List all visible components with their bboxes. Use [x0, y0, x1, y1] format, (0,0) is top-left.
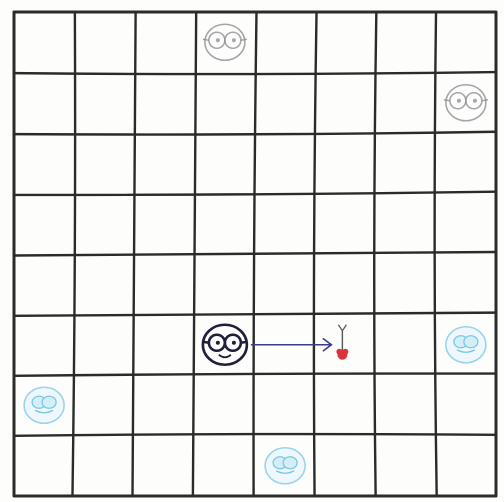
board-cell[interactable]	[257, 135, 313, 192]
board-cell[interactable]	[76, 256, 132, 313]
cyan-face-piece[interactable]	[446, 327, 486, 363]
board-cell[interactable]	[378, 75, 434, 132]
grid-row-line	[14, 374, 496, 376]
glasses-arm	[444, 100, 450, 101]
board-cell[interactable]	[257, 377, 313, 434]
eye-left	[216, 341, 220, 345]
board-cell[interactable]	[317, 14, 373, 71]
board-cell[interactable]	[438, 14, 494, 71]
flower-petal	[342, 349, 348, 355]
board-cell[interactable]	[257, 75, 313, 132]
board-cell[interactable]	[76, 196, 132, 253]
grid-col-line	[435, 12, 437, 496]
board-cell[interactable]	[137, 256, 193, 313]
board-cell[interactable]	[76, 377, 132, 434]
flower-petal	[336, 349, 342, 355]
glasses-arm	[241, 39, 247, 40]
glasses-face-piece[interactable]	[203, 325, 247, 365]
board-cell[interactable]	[378, 377, 434, 434]
board-cell[interactable]	[438, 377, 494, 434]
board-cell[interactable]	[137, 135, 193, 192]
board-cell[interactable]	[137, 14, 193, 71]
board-cell[interactable]	[76, 135, 132, 192]
grid-row-line	[14, 434, 496, 436]
board-cell[interactable]	[378, 438, 434, 495]
board-cell[interactable]	[257, 256, 313, 313]
board-cell[interactable]	[197, 196, 253, 253]
board-cell[interactable]	[76, 75, 132, 132]
board-cell[interactable]	[438, 135, 494, 192]
eye-left	[216, 38, 220, 42]
board-cell[interactable]	[137, 438, 193, 495]
glasses-arm	[203, 39, 209, 40]
board-cell[interactable]	[378, 256, 434, 313]
board-cell[interactable]	[137, 377, 193, 434]
board-cell[interactable]	[257, 14, 313, 71]
board-cell[interactable]	[317, 196, 373, 253]
board-cell[interactable]	[438, 438, 494, 495]
glasses-face-piece[interactable]	[444, 85, 488, 121]
grid-col-line	[133, 12, 136, 496]
board-cell[interactable]	[16, 317, 72, 374]
grid-lines	[14, 12, 496, 496]
board-cell[interactable]	[257, 196, 313, 253]
glasses-arm	[482, 100, 488, 101]
board-cell[interactable]	[317, 75, 373, 132]
eye-right	[473, 99, 477, 103]
board-cell[interactable]	[197, 438, 253, 495]
board-cell[interactable]	[317, 256, 373, 313]
grid-row-line	[14, 313, 496, 316]
board-cell[interactable]	[197, 75, 253, 132]
cyan-face-piece[interactable]	[24, 387, 64, 423]
board-cell[interactable]	[378, 135, 434, 192]
glasses-arm	[241, 342, 247, 343]
eye-right	[232, 341, 236, 345]
grid-col-line	[193, 12, 196, 496]
board-cell[interactable]	[438, 196, 494, 253]
board-cell[interactable]	[76, 438, 132, 495]
board-cell[interactable]	[317, 377, 373, 434]
board-cell[interactable]	[317, 438, 373, 495]
eye-loop	[464, 336, 478, 348]
board-cell[interactable]	[317, 135, 373, 192]
board-cell[interactable]	[16, 14, 72, 71]
board-cell[interactable]	[76, 317, 132, 374]
eye-left	[457, 99, 461, 103]
board-cell[interactable]	[137, 317, 193, 374]
board-cell[interactable]	[197, 377, 253, 434]
board-cell[interactable]	[197, 256, 253, 313]
glasses-face-piece[interactable]	[203, 24, 247, 60]
board-cell[interactable]	[137, 196, 193, 253]
board-cell[interactable]	[76, 14, 132, 71]
board-cell[interactable]	[137, 75, 193, 132]
eye-loop	[42, 396, 56, 408]
board-cell[interactable]	[378, 317, 434, 374]
cyan-face-piece[interactable]	[265, 448, 305, 484]
eye-right	[232, 38, 236, 42]
glasses-arm	[203, 342, 209, 343]
board-cell[interactable]	[438, 256, 494, 313]
board-cell[interactable]	[197, 135, 253, 192]
board-cell[interactable]	[16, 438, 72, 495]
board-cell[interactable]	[16, 196, 72, 253]
board-cell[interactable]	[16, 256, 72, 313]
board-cell[interactable]	[378, 196, 434, 253]
board-cell[interactable]	[16, 75, 72, 132]
board-cell[interactable]	[378, 14, 434, 71]
eye-loop	[283, 457, 297, 469]
board-cell[interactable]	[16, 135, 72, 192]
